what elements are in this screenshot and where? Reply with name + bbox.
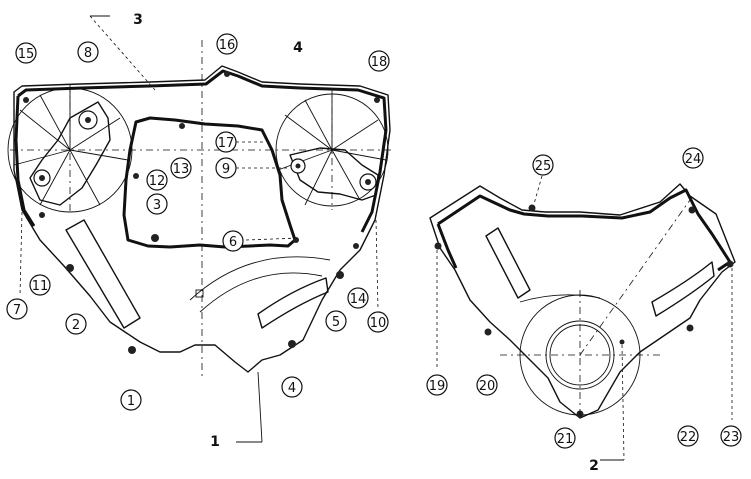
callout-24: 24 — [682, 147, 704, 169]
svg-text:7: 7 — [13, 303, 21, 318]
callout-8: 8 — [77, 41, 99, 63]
label-gasket-4: 4 — [293, 40, 303, 56]
inner-gasket — [122, 116, 297, 249]
svg-text:6: 6 — [229, 235, 237, 250]
front-timing-cover — [7, 40, 392, 380]
callout-14: 14 — [347, 287, 369, 309]
callout-21: 21 — [554, 427, 576, 449]
outer-gasket — [17, 69, 388, 233]
callout-17: 17 — [215, 131, 237, 153]
svg-text:25: 25 — [535, 159, 552, 174]
callout-5: 5 — [325, 310, 347, 332]
callout-25: 25 — [532, 154, 554, 176]
callout-23: 23 — [720, 425, 742, 447]
svg-text:21: 21 — [557, 432, 574, 447]
rear-gasket — [437, 188, 732, 272]
rear-cover-bolts — [434, 204, 734, 418]
label-gasket-3: 3 — [133, 12, 143, 28]
callout-7: 7 — [6, 298, 28, 320]
callout-10: 10 — [367, 311, 389, 333]
rear-callouts: 25 24 19 20 21 22 23 — [426, 147, 742, 449]
callout-20: 20 — [476, 374, 498, 396]
svg-text:14: 14 — [350, 292, 367, 307]
callout-9: 9 — [215, 157, 237, 179]
callout-11: 11 — [29, 274, 51, 296]
svg-text:24: 24 — [685, 152, 702, 167]
rear-timing-cover — [429, 183, 736, 420]
callout-1: 1 — [120, 389, 142, 411]
svg-text:1: 1 — [127, 394, 135, 409]
svg-text:11: 11 — [32, 279, 49, 294]
left-tensioner-arm — [29, 101, 111, 206]
callout-15: 15 — [15, 42, 37, 64]
svg-text:3: 3 — [153, 198, 161, 213]
callout-13: 13 — [170, 157, 192, 179]
svg-text:5: 5 — [332, 315, 340, 330]
callout-6: 6 — [222, 230, 244, 252]
svg-text:17: 17 — [218, 136, 235, 151]
svg-text:18: 18 — [371, 55, 388, 70]
callout-2: 2 — [65, 313, 87, 335]
left-sprocket-spokes — [13, 90, 129, 206]
callout-16: 16 — [216, 33, 238, 55]
svg-text:4: 4 — [288, 381, 296, 396]
right-sprocket-spokes — [277, 95, 387, 206]
outer-gasket-left — [14, 95, 36, 227]
svg-text:10: 10 — [370, 316, 387, 331]
callout-18: 18 — [368, 50, 390, 72]
rear-leader-lines — [436, 175, 733, 461]
svg-text:16: 16 — [219, 38, 236, 53]
svg-text:8: 8 — [84, 46, 92, 61]
label-cover-1: 1 — [210, 434, 220, 450]
front-cover-bolts — [23, 71, 380, 354]
svg-text:9: 9 — [222, 162, 230, 177]
crank-arc — [189, 256, 331, 301]
callout-4: 4 — [281, 376, 303, 398]
front-leader-lines — [19, 15, 379, 443]
callout-12: 12 — [146, 169, 168, 191]
callout-22: 22 — [677, 425, 699, 447]
front-cover-outline — [13, 65, 391, 373]
svg-text:20: 20 — [479, 379, 496, 394]
svg-text:19: 19 — [429, 379, 446, 394]
svg-text:22: 22 — [680, 430, 697, 445]
callout-19: 19 — [426, 374, 448, 396]
svg-text:13: 13 — [173, 162, 190, 177]
right-tensioner — [289, 147, 379, 201]
front-callouts: 15 8 16 18 13 17 9 12 3 6 11 7 2 14 5 10… — [6, 33, 390, 411]
svg-text:12: 12 — [149, 174, 166, 189]
label-cover-2: 2 — [589, 458, 599, 474]
svg-text:15: 15 — [18, 47, 35, 62]
svg-text:2: 2 — [72, 318, 80, 333]
svg-text:23: 23 — [723, 430, 740, 445]
part-labels: 3 4 1 2 — [133, 12, 599, 474]
rear-cover-outline — [429, 183, 736, 419]
callout-3: 3 — [146, 193, 168, 215]
left-slot — [65, 219, 141, 329]
